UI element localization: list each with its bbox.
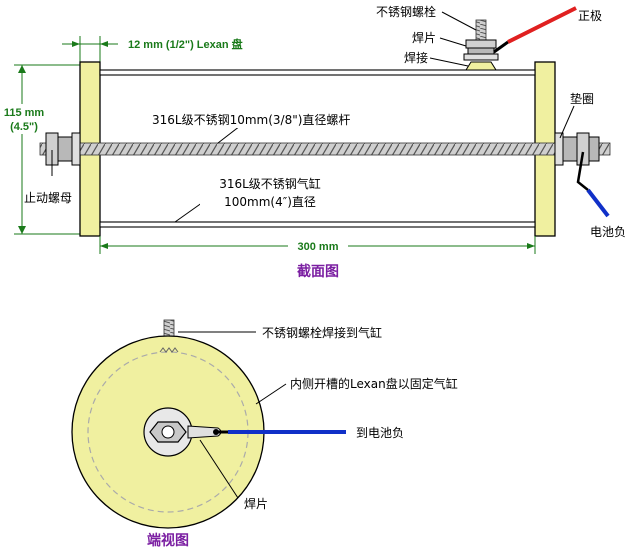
end-view-rod [161,425,175,439]
left-nuts [45,132,81,166]
to-negative-label: 到电池负 [356,426,404,440]
bolt-label: 不锈钢螺栓 [376,4,436,19]
end-view-lug-label: 焊片 [244,496,268,511]
negative-label: 电池负 [590,225,626,239]
negative-wire [576,151,610,218]
cross-section-view: 115 mm (4.5") 12 mm (1/2") Lexan 盘 [2,4,626,280]
tube-label-material: 316L级不锈钢气缸 [219,176,321,191]
weld-bead [465,61,497,71]
weld-label: 焊接 [404,50,428,65]
positive-wire [493,6,577,54]
height-label-inch: (4.5") [10,121,38,133]
thickness-label: 12 mm (1/2") Lexan 盘 [128,37,243,51]
top-bolt-assembly [463,19,499,71]
threaded-rod [39,142,611,156]
end-view-title: 端视图 [147,532,189,549]
steel-cylinder [99,69,536,228]
locknut-label: 止动螺母 [24,191,72,205]
groove-label: 内侧开槽的Lexan盘以固定气缸 [290,376,458,391]
positive-label: 正极 [578,9,602,23]
bolt-weld-label: 不锈钢螺栓焊接到气缸 [262,325,382,340]
length-label: 300 mm [298,241,339,253]
right-nuts [554,132,600,166]
cross-section-title: 截面图 [297,263,339,280]
end-view-leaders [178,331,287,499]
length-dimension: 300 mm [99,236,536,254]
lug-label: 焊片 [412,30,436,45]
washer-label: 垫圈 [570,91,594,106]
tube-label-diameter: 100mm(4″)直径 [224,195,316,209]
height-dimension: 115 mm (4.5") [2,64,80,235]
rod-label: 316L级不锈钢10mm(3/8")直径螺杆 [152,113,350,127]
end-view-weld [159,347,179,353]
thickness-dimension: 12 mm (1/2") Lexan 盘 [62,36,243,62]
height-label-mm: 115 mm [4,107,45,119]
end-view: 不锈钢螺栓焊接到气缸 内侧开槽的Lexan盘以固定气缸 到电池负 焊片 端视图 [71,319,458,549]
